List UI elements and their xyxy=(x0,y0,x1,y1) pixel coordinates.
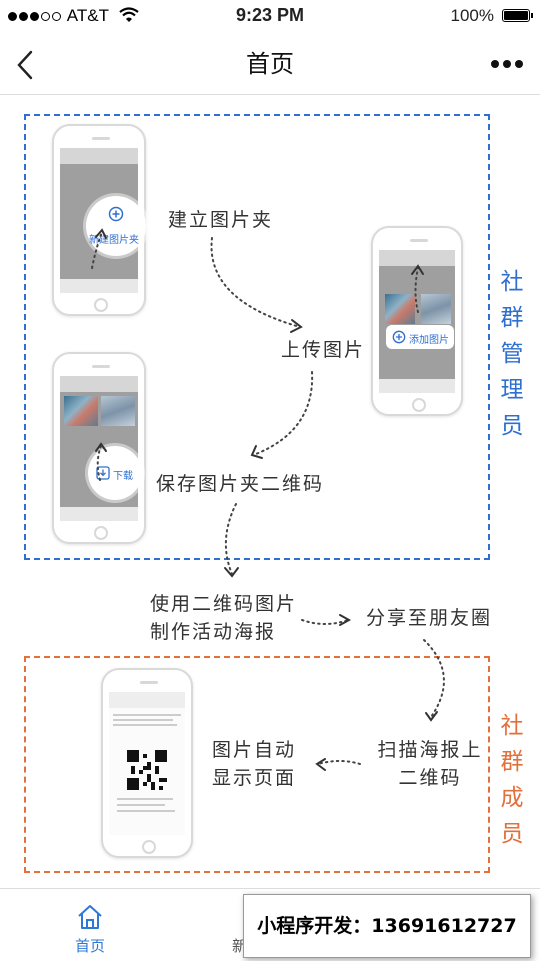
clock: 9:23 PM xyxy=(235,5,305,25)
phone-mockup-member-view xyxy=(101,668,193,858)
carrier: AT&T xyxy=(8,6,140,26)
step-save-qr: 保存图片夹二维码 xyxy=(156,473,325,495)
member-label: 社群成员 xyxy=(500,713,524,847)
signal-icon xyxy=(8,6,63,25)
photo-thumb xyxy=(421,294,451,324)
mini-nav xyxy=(60,148,138,164)
download-icon xyxy=(96,466,110,480)
new-folder-bubble: 新建图片夹 xyxy=(86,196,146,256)
battery-icon xyxy=(502,9,530,22)
admin-region xyxy=(24,114,490,560)
step-share: 分享至朋友圈 xyxy=(366,607,493,629)
add-image-label: 添加图片 xyxy=(409,335,449,346)
new-folder-label: 新建图片夹 xyxy=(89,235,139,246)
mini-tabbar xyxy=(60,279,138,293)
step-create-folder: 建立图片夹 xyxy=(168,209,274,231)
step-auto-display-line2: 显示页面 xyxy=(212,767,297,789)
phone-speaker xyxy=(140,681,158,684)
phone-speaker xyxy=(92,137,110,140)
plus-circle-icon xyxy=(392,330,406,344)
battery-tip xyxy=(531,13,533,18)
step-auto-display-line1: 图片自动 xyxy=(212,739,297,761)
download-bubble: 下载 xyxy=(88,446,142,500)
nav-bar: 首页 xyxy=(0,34,540,95)
step-make-poster-line1: 使用二维码图片 xyxy=(150,593,298,615)
mini-nav xyxy=(379,250,455,266)
phone-home-button xyxy=(94,526,108,540)
qr-code-icon xyxy=(127,750,167,790)
text-line xyxy=(117,804,165,806)
step-make-poster-line2: 制作活动海报 xyxy=(150,621,277,643)
step-scan: 扫描海报上 二维码 xyxy=(374,736,486,792)
step-upload: 上传图片 xyxy=(281,339,366,361)
step-scan-line1: 扫描海报上 xyxy=(377,739,483,761)
phone-speaker xyxy=(410,239,428,242)
download-label: 下载 xyxy=(113,471,133,482)
mini-nav xyxy=(109,692,185,708)
battery-percent: 100% xyxy=(450,6,494,25)
more-icon[interactable] xyxy=(490,58,524,70)
text-line xyxy=(117,810,175,812)
phone-screen xyxy=(109,692,185,835)
add-image-pill: 添加图片 xyxy=(386,325,454,349)
plus-circle-icon xyxy=(108,206,124,222)
phone-home-button xyxy=(412,398,426,412)
page-title: 首页 xyxy=(246,50,294,78)
member-region xyxy=(24,656,490,873)
photo-thumb xyxy=(64,396,98,426)
text-line xyxy=(113,714,181,716)
step-make-poster: 使用二维码图片 制作活动海报 xyxy=(150,590,297,646)
back-icon[interactable] xyxy=(12,48,38,82)
phone-home-button xyxy=(142,840,156,854)
text-line xyxy=(113,719,173,721)
mini-tabbar xyxy=(60,507,138,521)
admin-label: 社群管理员 xyxy=(500,269,524,439)
carrier-name: AT&T xyxy=(66,6,109,25)
mini-tabbar xyxy=(379,379,455,393)
text-line xyxy=(117,798,173,800)
phone-speaker xyxy=(92,365,110,368)
text-line xyxy=(113,724,177,726)
photo-thumb xyxy=(385,294,415,324)
promo-text: 小程序开发：13691612727 xyxy=(257,915,517,937)
step-scan-line2: 二维码 xyxy=(398,767,462,789)
home-icon xyxy=(78,905,102,929)
wifi-icon xyxy=(119,7,140,22)
tab-home-label: 首页 xyxy=(74,937,105,955)
phone-home-button xyxy=(94,298,108,312)
promo-banner: 小程序开发：13691612727 xyxy=(243,894,531,958)
photo-thumb xyxy=(101,396,135,426)
step-auto-display: 图片自动 显示页面 xyxy=(212,736,296,792)
status-bar: AT&T 9:23 PM 100% xyxy=(0,0,540,34)
mini-nav xyxy=(60,376,138,392)
tab-home[interactable]: 首页 xyxy=(50,895,130,955)
